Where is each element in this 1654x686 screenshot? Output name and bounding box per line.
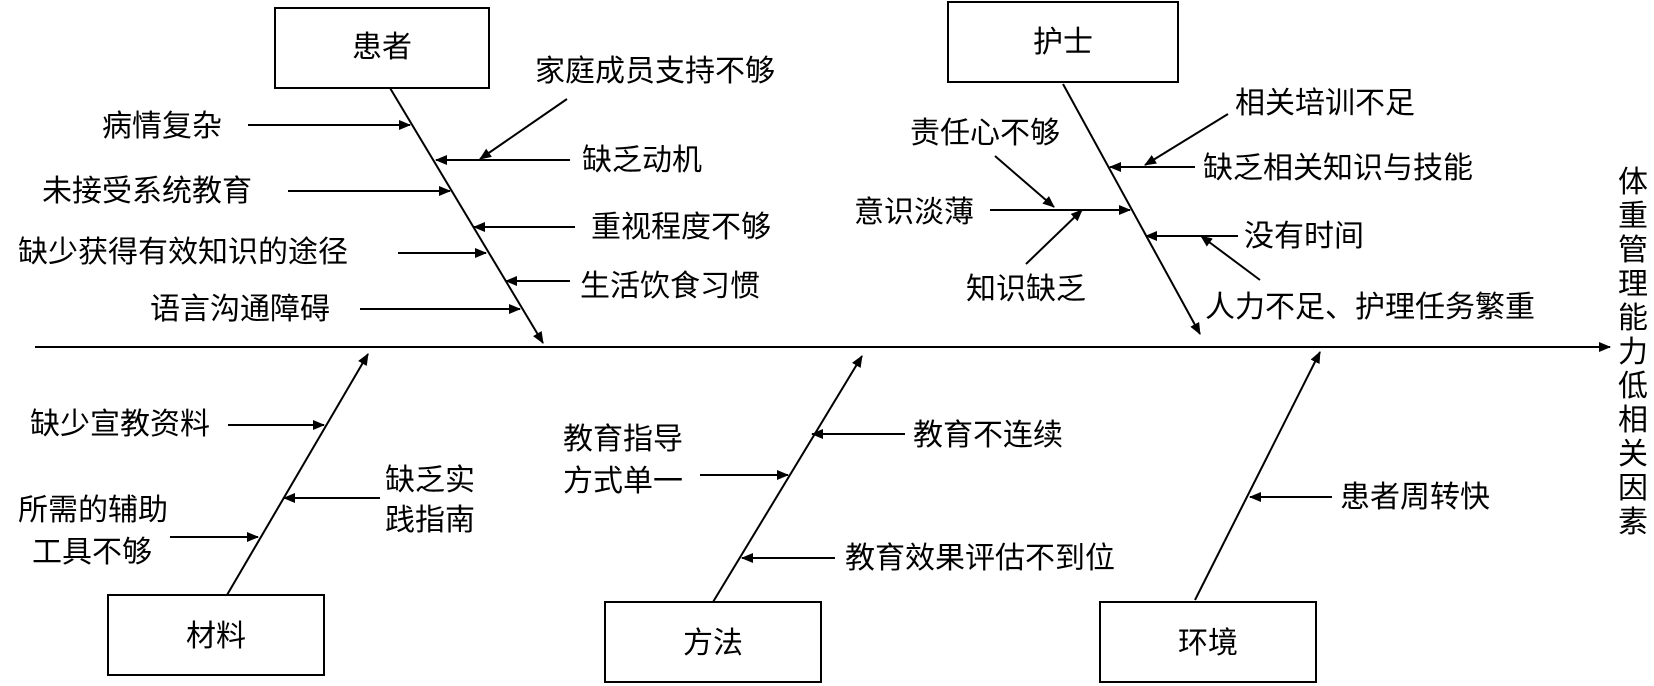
bone-patient — [389, 87, 544, 344]
cause-label: 人力不足、护理任务繁重 — [1205, 290, 1535, 325]
bone-material — [226, 353, 369, 596]
cause-label: 病情复杂 — [102, 109, 222, 144]
cause-label: 知识缺乏 — [966, 272, 1086, 307]
cause-label: 所需的辅助 — [18, 493, 168, 528]
cause-label: 相关培训不足 — [1235, 86, 1415, 121]
effect-char: 因 — [1618, 471, 1648, 506]
cause-label: 教育指导 — [563, 422, 683, 457]
effect-char: 关 — [1618, 437, 1648, 472]
category-nurse: 护士 责任心不够 意识淡薄 知识缺乏 相关培训不足 缺乏相关知识与技能 没有时间… — [854, 1, 1535, 335]
effect-char: 低 — [1618, 369, 1648, 404]
category-label-nurse: 护士 — [1033, 25, 1093, 60]
cause-label: 工具不够 — [32, 535, 152, 570]
cause-label: 缺乏动机 — [582, 143, 702, 178]
category-box-method — [604, 601, 822, 683]
effect-char: 重 — [1618, 199, 1648, 234]
category-label-method: 方法 — [683, 626, 743, 661]
sub-cause-arrow — [1025, 209, 1083, 265]
category-box-environment — [1099, 601, 1317, 683]
effect-char: 力 — [1618, 335, 1648, 370]
cause-label: 缺少获得有效知识的途径 — [18, 235, 348, 270]
cause-label: 践指南 — [385, 503, 475, 538]
category-patient: 患者 病情复杂 未接受系统教育 缺少获得有效知识的途径 语言沟通障碍 家庭成员支… — [18, 7, 775, 344]
cause-label: 患者周转快 — [1340, 480, 1490, 515]
category-label-material: 材料 — [186, 619, 246, 654]
bone-environment — [1194, 351, 1321, 601]
category-box-material — [107, 594, 325, 676]
cause-label: 缺乏相关知识与技能 — [1203, 151, 1473, 186]
bone-method — [712, 355, 863, 603]
effect-label: 体 重 管 理 能 力 低 相 关 因 素 — [1618, 165, 1648, 540]
sub-cause-arrow — [1200, 235, 1261, 281]
category-box-nurse — [947, 1, 1179, 83]
cause-label: 生活饮食习惯 — [580, 269, 760, 304]
cause-label: 意识淡薄 — [854, 195, 974, 230]
category-label-environment: 环境 — [1178, 626, 1238, 661]
cause-label: 缺乏实 — [385, 463, 475, 498]
sub-cause-arrow — [1144, 113, 1229, 166]
effect-char: 能 — [1618, 301, 1648, 336]
sub-cause-arrow — [479, 98, 568, 160]
effect-char: 管 — [1618, 233, 1648, 268]
cause-label: 重视程度不够 — [591, 210, 771, 245]
cause-label: 家庭成员支持不够 — [535, 54, 775, 89]
category-label-patient: 患者 — [352, 30, 412, 65]
bone-nurse — [1062, 83, 1201, 335]
cause-label: 缺少宣教资料 — [30, 407, 210, 442]
effect-char: 相 — [1618, 403, 1648, 438]
cause-label: 方式单一 — [563, 464, 683, 499]
category-box-patient — [274, 7, 490, 89]
category-method: 方法 教育指导 方式单一 教育不连续 教育效果评估不到位 — [563, 355, 1115, 683]
category-environment: 环境 患者周转快 — [1099, 351, 1490, 683]
sub-cause-arrow — [994, 155, 1055, 208]
effect-char: 体 — [1618, 165, 1648, 200]
effect-char: 理 — [1618, 267, 1648, 302]
category-material: 材料 缺少宣教资料 所需的辅助 工具不够 缺乏实 践指南 — [18, 353, 475, 676]
cause-label: 语言沟通障碍 — [150, 292, 330, 327]
cause-label: 未接受系统教育 — [42, 174, 252, 209]
cause-label: 教育效果评估不到位 — [845, 541, 1115, 576]
cause-label: 教育不连续 — [913, 418, 1063, 453]
cause-label: 责任心不够 — [910, 116, 1060, 151]
effect-char: 素 — [1618, 505, 1648, 540]
cause-label: 没有时间 — [1244, 219, 1364, 254]
